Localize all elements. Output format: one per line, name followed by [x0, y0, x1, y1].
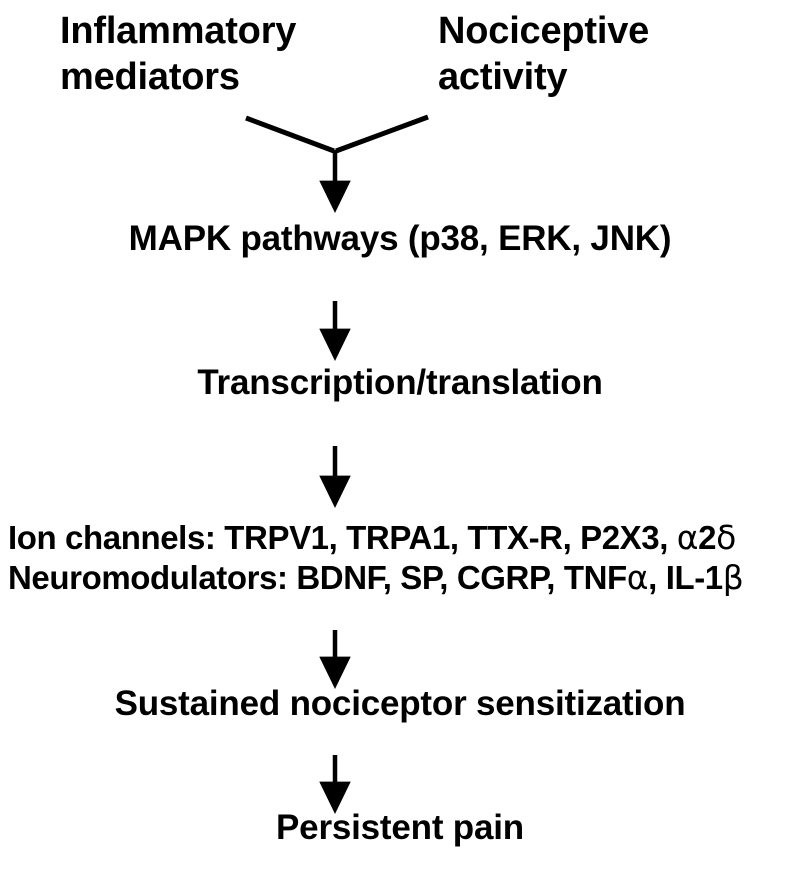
node-inflammatory-mediators: Inflammatory mediators: [60, 10, 297, 99]
alpha-glyph-icon: α: [676, 518, 699, 557]
ion-channels-subunit-number: 2: [698, 519, 717, 556]
beta-glyph-icon: β: [722, 558, 744, 597]
alpha-glyph-icon: α: [626, 558, 649, 597]
node-mapk-pathways: MAPK pathways (p38, ERK, JNK): [128, 219, 672, 258]
node-ion-channels: Ion channels: TRPV1, TRPA1, TTX-R, P2X3,…: [8, 518, 792, 557]
node-transcription-translation: Transcription/translation: [197, 363, 603, 402]
line-nociceptive-to-junction: [335, 114, 429, 154]
line-inflammatory-to-junction: [245, 115, 335, 154]
neuromodulators-text: Neuromodulators: BDNF, SP, CGRP, TNF: [8, 559, 627, 596]
ion-channels-text: Ion channels: TRPV1, TRPA1, TTX-R, P2X3,: [8, 519, 677, 556]
node-nociceptive-activity: Nociceptive activity: [438, 10, 650, 99]
node-persistent-pain: Persistent pain: [276, 808, 524, 847]
delta-glyph-icon: δ: [716, 518, 736, 557]
neuromodulators-text-tail: , IL-1: [648, 559, 723, 596]
node-sustained-nociceptor-sensitization: Sustained nociceptor sensitization: [114, 684, 686, 723]
node-neuromodulators: Neuromodulators: BDNF, SP, CGRP, TNFα, I…: [8, 558, 792, 597]
